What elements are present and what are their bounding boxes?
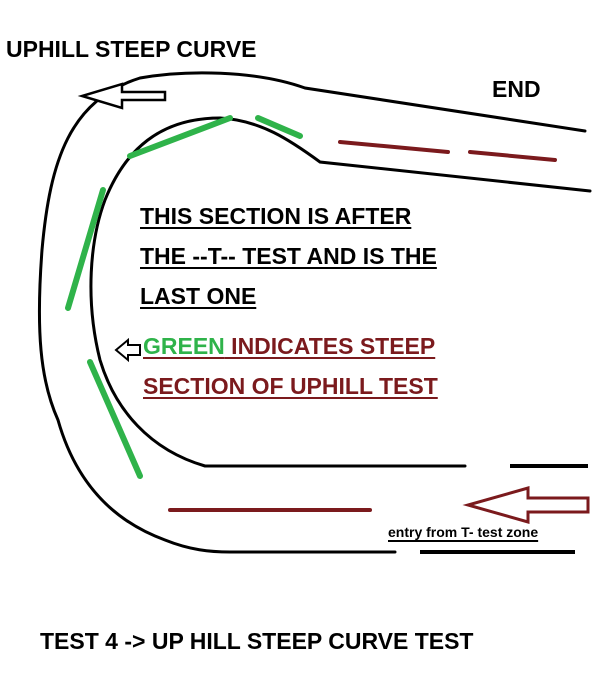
info-line-3: LAST ONE bbox=[140, 283, 257, 309]
end-label: END bbox=[492, 76, 541, 102]
legend-line-2: SECTION OF UPHILL TEST bbox=[143, 373, 438, 399]
road-inner-edge bbox=[89, 116, 592, 468]
legend-line-1-rest: INDICATES STEEP bbox=[224, 333, 436, 359]
info-line-2: THE --T-- TEST AND IS THE bbox=[140, 243, 437, 269]
entry-left-arrow-icon bbox=[462, 486, 590, 524]
lane-dash-top-1 bbox=[338, 140, 450, 154]
exit-left-arrow-icon bbox=[77, 82, 167, 110]
road-outer-edge bbox=[37, 71, 587, 554]
info-line-1: THIS SECTION IS AFTER bbox=[140, 203, 412, 229]
steep-dash-4 bbox=[87, 359, 143, 479]
lane-dash-top-2 bbox=[468, 150, 557, 162]
steep-dash-2 bbox=[255, 115, 303, 139]
legend-pointer-left-arrow-icon bbox=[114, 337, 141, 363]
steep-dash-3 bbox=[65, 187, 106, 311]
entry-label: entry from T- test zone bbox=[388, 524, 539, 540]
legend-line-1: GREEN INDICATES STEEP bbox=[143, 333, 435, 360]
steep-dash-1 bbox=[127, 115, 233, 159]
footer-caption: TEST 4 -> UP HILL STEEP CURVE TEST bbox=[40, 628, 474, 654]
legend-green-word: GREEN bbox=[143, 333, 225, 359]
diagram-title: UPHILL STEEP CURVE bbox=[6, 36, 257, 62]
